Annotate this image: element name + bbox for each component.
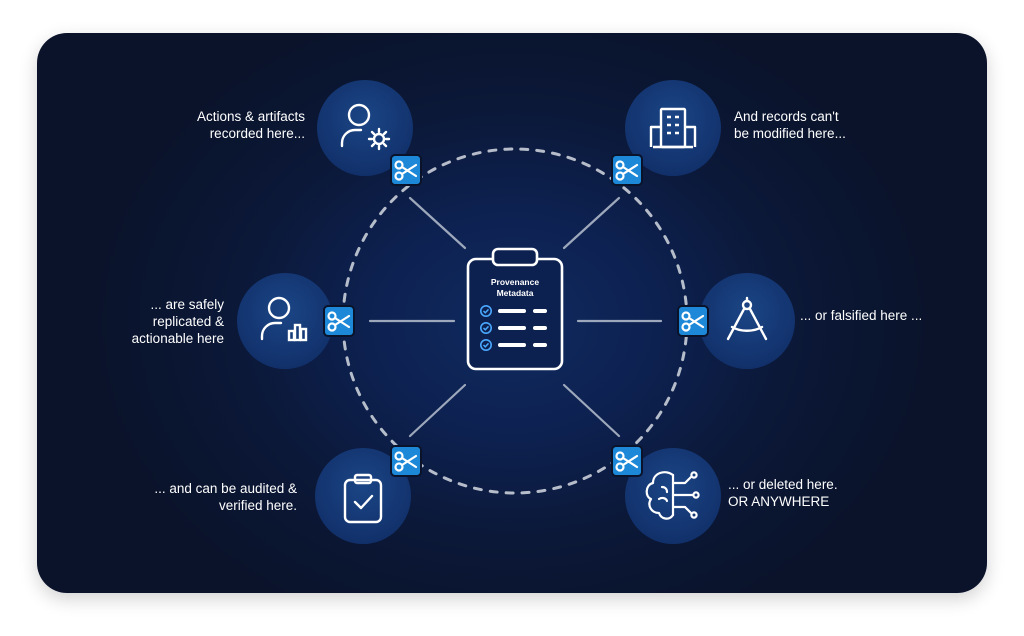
compass-icon xyxy=(726,296,768,341)
check-icon xyxy=(479,338,492,351)
scissors-badge-bottom-right xyxy=(611,445,643,477)
scissors-icon xyxy=(615,160,639,181)
scissors-badge-bottom-left xyxy=(390,445,422,477)
scissors-icon xyxy=(327,311,351,332)
spoke-top-left xyxy=(408,196,467,250)
scissors-icon xyxy=(394,160,418,181)
spoke-bottom-right xyxy=(562,383,621,438)
check-icon xyxy=(479,321,492,334)
check-icon xyxy=(479,304,492,317)
center-title-line2: Metadata xyxy=(497,288,534,298)
scissors-icon xyxy=(681,311,705,332)
caption-falsified: ... or falsified here ... xyxy=(800,308,923,323)
brain-circuit-icon xyxy=(645,471,700,520)
node-audited xyxy=(315,448,411,544)
scissors-badge-right xyxy=(677,305,709,337)
center-title-line1: Provenance xyxy=(491,277,539,287)
spokes xyxy=(368,196,663,438)
caption-actions: Actions & artifacts recorded here... xyxy=(196,109,305,141)
scissors-icon xyxy=(615,451,639,472)
caption-records: And records can't be modified here... xyxy=(734,109,846,141)
spoke-bottom-left xyxy=(408,383,467,438)
caption-deleted: ... or deleted here. OR ANYWHERE xyxy=(728,477,838,509)
scissors-badge-top-left xyxy=(390,154,422,186)
node-deleted xyxy=(625,448,721,544)
user-gear-icon xyxy=(340,103,391,151)
scissors-badge-left xyxy=(323,305,355,337)
node-falsified xyxy=(699,273,795,369)
node-records xyxy=(625,80,721,176)
provenance-diagram: Provenance Metadata xyxy=(237,80,795,544)
checklist xyxy=(479,304,547,351)
caption-replicated: ... are safely replicated & actionable h… xyxy=(131,297,224,346)
node-replicated xyxy=(237,273,333,369)
node-actions xyxy=(317,80,413,176)
badges xyxy=(323,154,709,477)
clipboard-check-icon xyxy=(343,473,383,524)
diagram-panel: Provenance Metadata xyxy=(37,33,987,593)
user-chart-icon xyxy=(260,296,308,342)
scissors-icon xyxy=(394,451,418,472)
caption-audited: ... and can be audited & verified here. xyxy=(154,481,297,513)
spoke-top-right xyxy=(562,196,621,250)
building-icon xyxy=(649,107,697,149)
scissors-badge-top-right xyxy=(611,154,643,186)
provenance-clipboard: Provenance Metadata xyxy=(466,247,564,371)
